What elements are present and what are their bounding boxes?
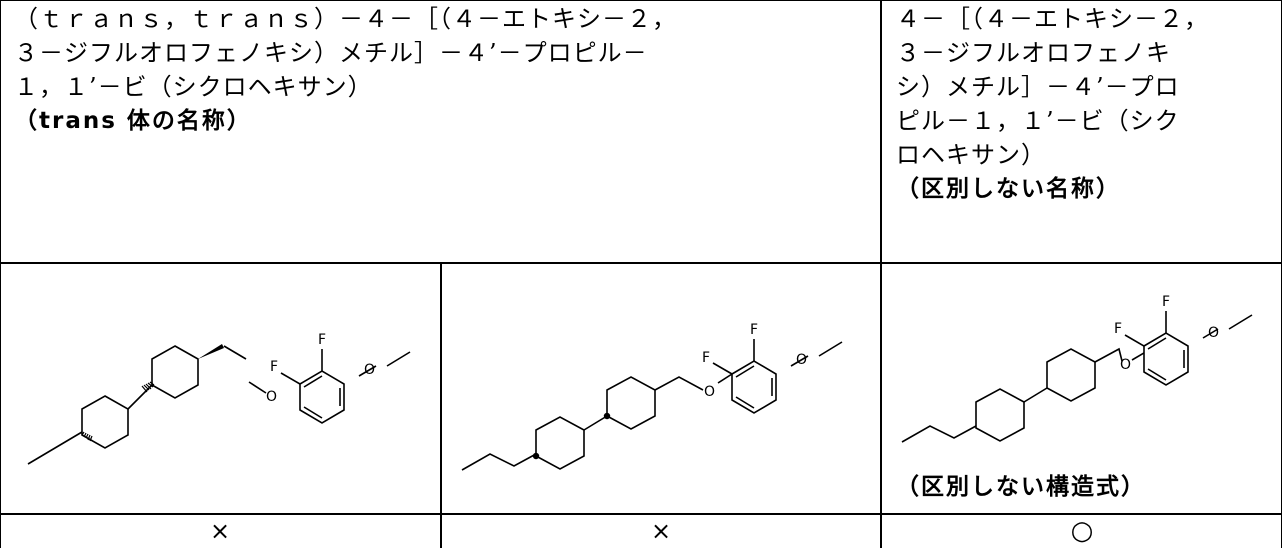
structure-dot-stereo: O O F F	[461, 322, 843, 471]
atom-label-oxygen: O	[1208, 325, 1219, 341]
atom-label-oxygen: O	[1120, 357, 1131, 373]
trans-name-line-2: ３－ジフルオロフェノキシ）メチル］－４’－プロピル－	[14, 39, 648, 67]
atom-label-oxygen: O	[364, 362, 375, 378]
trans-name-line-1: （ｔｒａｎｓ，ｔｒａｎｓ）－４－［（４－エトキシ－２，	[14, 5, 677, 33]
generic-name-line-1: ４－［（４－エトキシ－２，	[896, 5, 1209, 33]
trans-name-note: （trans 体の名称）	[14, 108, 252, 134]
atom-label-fluorine: F	[1162, 294, 1170, 310]
table-border-top	[0, 0, 1282, 1]
generic-name-text: ４－［（４－エトキシ－２， ３－ジフルオロフェノキ シ）メチル］－４’－プロ ピ…	[896, 2, 1276, 172]
verdict-mark: ×	[209, 517, 231, 545]
atom-label-oxygen: O	[796, 352, 807, 368]
cell-trans-name: （ｔｒａｎｓ，ｔｒａｎｓ）－４－［（４－エトキシ－２， ３－ジフルオロフェノキシ…	[14, 2, 874, 138]
generic-name-line-4: ピル－１，１’－ビ（シク	[896, 107, 1180, 135]
verdict-mark: ×	[650, 517, 672, 545]
table-row-divider	[0, 513, 1282, 515]
structure-trans-stereo: O O F F	[27, 332, 411, 465]
verdict-mark: ○	[1070, 516, 1094, 546]
table-column-divider	[880, 0, 882, 548]
generic-name-line-5: ロヘキサン）	[896, 141, 1046, 169]
structure-generic: O O F F	[901, 294, 1253, 443]
generic-name-line-3: シ）メチル］－４’－プロ	[896, 73, 1180, 101]
table-border-left	[0, 0, 1, 548]
table-row-divider	[0, 262, 1282, 264]
trans-name-line-3: １，１’－ビ（シクロヘキサン）	[14, 73, 373, 101]
generic-name-note: （区別しない名称）	[896, 176, 1121, 202]
atom-label-oxygen: O	[704, 384, 715, 400]
atom-label-fluorine: F	[318, 332, 326, 348]
cell-generic-name: ４－［（４－エトキシ－２， ３－ジフルオロフェノキ シ）メチル］－４’－プロ ピ…	[896, 2, 1276, 206]
atom-label-fluorine: F	[702, 350, 710, 366]
stereo-dot	[532, 452, 540, 460]
stereo-dot	[603, 412, 611, 420]
atom-label-fluorine: F	[270, 359, 278, 375]
trans-name-text: （ｔｒａｎｓ，ｔｒａｎｓ）－４－［（４－エトキシ－２， ３－ジフルオロフェノキシ…	[14, 2, 874, 104]
atom-label-fluorine: F	[1114, 321, 1122, 337]
generic-structure-note: （区別しない構造式）	[896, 474, 1146, 500]
atom-label-oxygen: O	[266, 389, 277, 405]
generic-name-line-2: ３－ジフルオロフェノキ	[896, 39, 1171, 67]
table-column-divider	[440, 263, 442, 548]
atom-label-fluorine: F	[750, 322, 758, 338]
